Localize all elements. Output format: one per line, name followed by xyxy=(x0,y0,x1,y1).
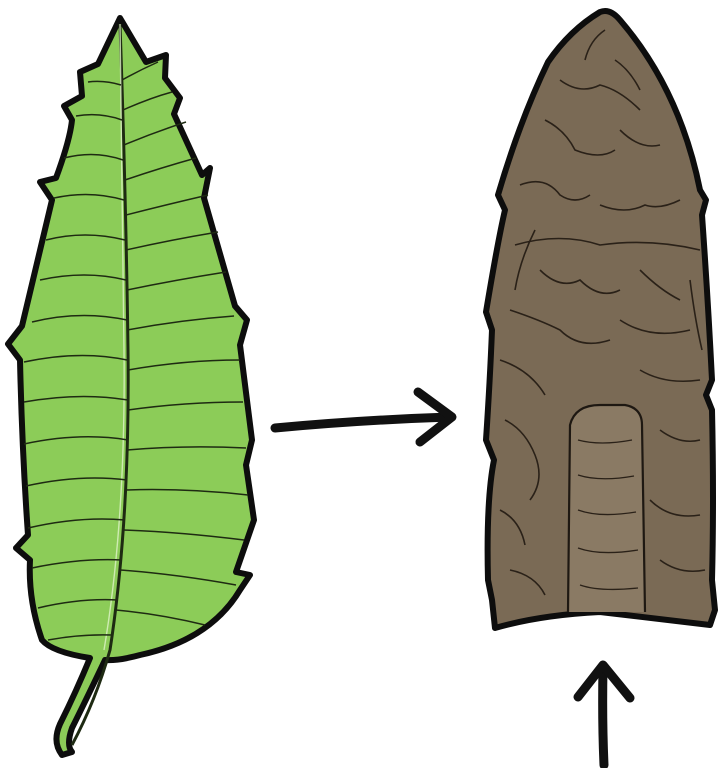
stone-flute-channel xyxy=(568,405,645,612)
arrow-right-icon xyxy=(275,392,452,442)
arrow-up-icon xyxy=(578,665,630,765)
leaf-icon xyxy=(8,18,254,755)
projectile-point-icon xyxy=(486,11,715,628)
